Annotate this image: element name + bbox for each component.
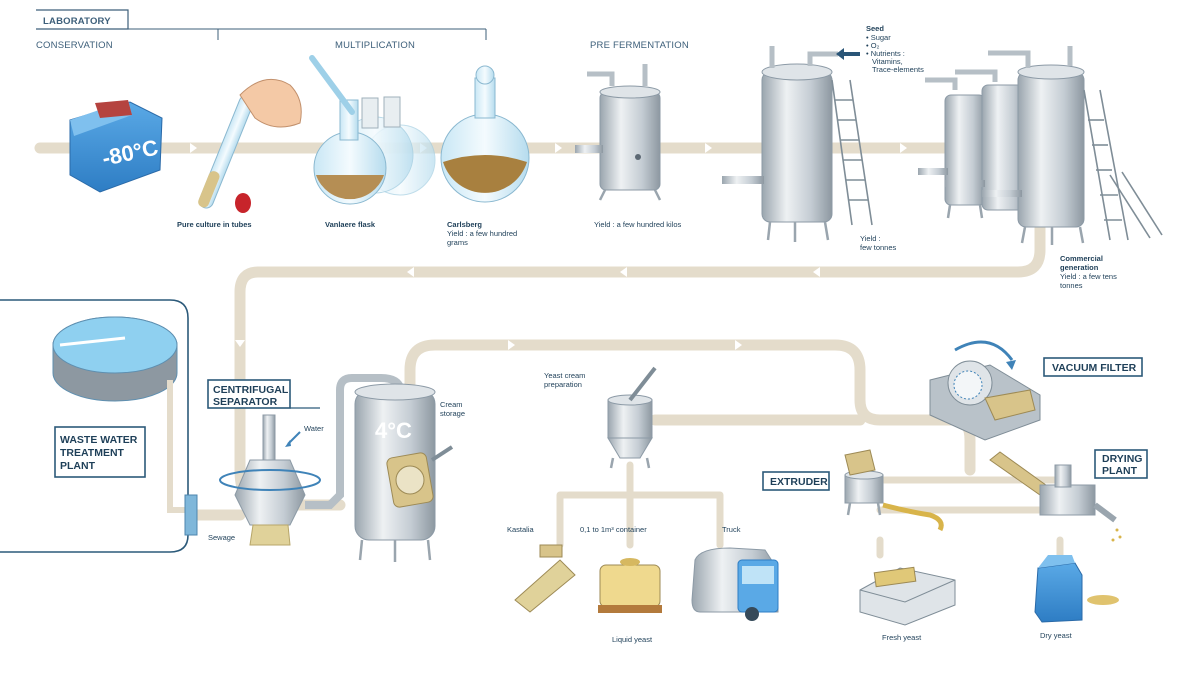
cream-storage-tank: 4°C Cream storage: [305, 374, 465, 562]
drying-plant-line2: PLANT: [1102, 465, 1138, 477]
fermenter-yield-line2: few tonnes: [860, 243, 897, 252]
seed-item-nutrients: • Nutrients :: [866, 49, 905, 58]
yeast-cream-line1: Yeast cream: [544, 371, 585, 380]
vacuum-filter-label: VACUUM FILTER: [1052, 362, 1137, 374]
seed-item-oxygen: • O₂: [866, 41, 880, 50]
drying-plant: DRYING PLANT Dry yeast: [989, 449, 1148, 640]
water-label: Water: [304, 424, 324, 433]
pre-fermenter-tank: Yield : a few hundred kilos: [575, 64, 682, 229]
pre-fermentation-header: PRE FERMENTATION: [590, 40, 689, 51]
kastalia-label: Kastalia: [507, 525, 535, 534]
seed-inputs: Seed • Sugar • O₂ • Nutrients : Vitamins…: [866, 24, 924, 74]
vanlaere-flask-label: Vanlaere flask: [325, 220, 376, 229]
section-headers: LABORATORY CONSERVATION MULTIPLICATION P…: [36, 9, 689, 51]
liquid-yeast-label: Liquid yeast: [612, 635, 653, 644]
waste-water-line3: PLANT: [60, 460, 96, 472]
laboratory-header: LABORATORY: [43, 16, 111, 27]
seed-item-vitamins: Vitamins,: [872, 57, 903, 66]
sewage-label: Sewage: [208, 533, 235, 542]
seed-title: Seed: [866, 24, 884, 33]
extruder: EXTRUDER Fresh yeast: [762, 449, 956, 642]
vacuum-filter: VACUUM FILTER: [929, 340, 1143, 441]
vanlaere-flask: Vanlaere flask: [309, 55, 436, 229]
carlsberg-yield-line2: grams: [447, 238, 468, 247]
drying-plant-line1: DRYING: [1102, 453, 1142, 465]
yeast-cream-preparation-tank: Yeast cream preparation: [544, 366, 657, 469]
centrifugal-line2: SEPARATOR: [213, 396, 278, 408]
fermenter-ladder: [831, 79, 873, 226]
freezer: -80°C: [69, 100, 163, 193]
extruder-label: EXTRUDER: [770, 476, 828, 488]
waste-water-line1: WASTE WATER: [60, 434, 138, 446]
commercial-generation-line2: generation: [1060, 263, 1099, 272]
waste-water-treatment-plant: WASTE WATER TREATMENT PLANT: [0, 299, 198, 553]
conservation-header: CONSERVATION: [36, 40, 113, 51]
cream-storage-line2: storage: [440, 409, 465, 418]
truck-label: Truck: [722, 525, 741, 534]
pure-culture-label: Pure culture in tubes: [177, 220, 252, 229]
storage-temp-label: 4°C: [375, 418, 412, 443]
multiplication-header: MULTIPLICATION: [335, 40, 415, 51]
extruder-box: [762, 471, 830, 491]
fermenter-yield-line1: Yield :: [860, 234, 881, 243]
seed-item-trace-elements: Trace-elements: [872, 65, 924, 74]
dry-yeast-label: Dry yeast: [1040, 631, 1073, 640]
fermenter-tank: Yield : few tonnes: [722, 46, 897, 252]
commercial-yield-line2: tonnes: [1060, 281, 1083, 290]
centrifugal-separator: CENTRIFUGAL SEPARATOR Water Sewage: [207, 379, 324, 546]
process-pipes: [34, 142, 1064, 559]
yeast-cream-line2: preparation: [544, 380, 582, 389]
cream-storage-line1: Cream: [440, 400, 463, 409]
seed-item-sugar: • Sugar: [866, 33, 891, 42]
carlsberg-label: Carlsberg: [447, 220, 482, 229]
carlsberg-flask: Carlsberg Yield : a few hundred grams: [440, 65, 530, 247]
commercial-fermenters: Commercial generation Yield : a few tens…: [918, 46, 1163, 290]
centrifugal-box: [207, 379, 291, 409]
commercial-generation-line1: Commercial: [1060, 254, 1103, 263]
liquid-yeast-outputs: Kastalia 0,1 to 1m³ container Truck Liqu…: [507, 525, 779, 644]
fresh-yeast-label: Fresh yeast: [882, 633, 922, 642]
commercial-yield-line1: Yield : a few tens: [1060, 272, 1117, 281]
carlsberg-yield-line1: Yield : a few hundred: [447, 229, 517, 238]
centrifugal-line1: CENTRIFUGAL: [213, 384, 289, 396]
pure-culture-tube: Pure culture in tubes: [177, 78, 302, 229]
waste-water-box: [54, 426, 146, 478]
drying-plant-box: [1094, 449, 1148, 479]
pre-fermentation-yield: Yield : a few hundred kilos: [594, 220, 682, 229]
waste-water-line2: TREATMENT: [60, 447, 125, 459]
vacuum-filter-box: [1043, 357, 1143, 377]
container-label: 0,1 to 1m³ container: [580, 525, 647, 534]
